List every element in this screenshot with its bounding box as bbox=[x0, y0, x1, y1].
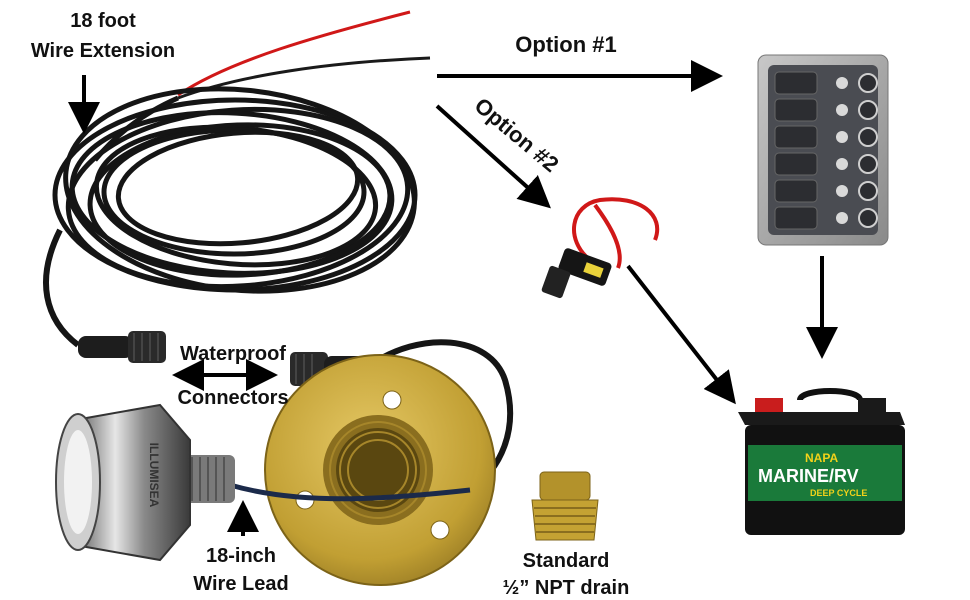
label-wire-extension-line2: Wire Extension bbox=[31, 40, 175, 62]
label-option1: Option #1 bbox=[515, 32, 616, 57]
brass-thru-hull-flange bbox=[264, 354, 496, 586]
label-option2: Option #2 bbox=[470, 93, 564, 177]
battery-line2: DEEP CYCLE bbox=[810, 488, 867, 498]
switch-panel bbox=[757, 54, 889, 246]
underwater-led-light: ILLUMISEA bbox=[55, 403, 235, 562]
marine-battery: NAPA MARINE/RV DEEP CYCLE bbox=[738, 388, 905, 535]
battery-line1: MARINE/RV bbox=[758, 466, 859, 486]
npt-drain-plug bbox=[531, 471, 599, 541]
label-drain-line2: ½” NPT drain bbox=[503, 577, 630, 599]
waterproof-connector-left bbox=[78, 331, 166, 363]
label-connectors-line2: Connectors bbox=[177, 387, 288, 409]
label-connectors-line1: Waterproof bbox=[180, 343, 286, 365]
switch-rows bbox=[774, 71, 878, 230]
black-lead-wire bbox=[177, 56, 431, 100]
label-drain-line1: Standard bbox=[523, 550, 610, 572]
arrows bbox=[68, 60, 838, 536]
red-lead-wire bbox=[177, 10, 411, 97]
inline-fuse-holder bbox=[541, 197, 659, 299]
arrow-fuse-to-battery bbox=[626, 264, 736, 405]
light-brand-text: ILLUMISEA bbox=[147, 443, 161, 508]
wire-extension-coil bbox=[43, 10, 431, 348]
wire-lead-cable bbox=[229, 482, 471, 502]
label-wire-lead-line1: 18-inch bbox=[206, 545, 276, 567]
label-wire-lead-line2: Wire Lead bbox=[193, 573, 288, 595]
arrow-option2 bbox=[435, 104, 551, 209]
battery-brand: NAPA bbox=[805, 451, 838, 465]
label-wire-extension-line1: 18 foot bbox=[70, 10, 136, 32]
